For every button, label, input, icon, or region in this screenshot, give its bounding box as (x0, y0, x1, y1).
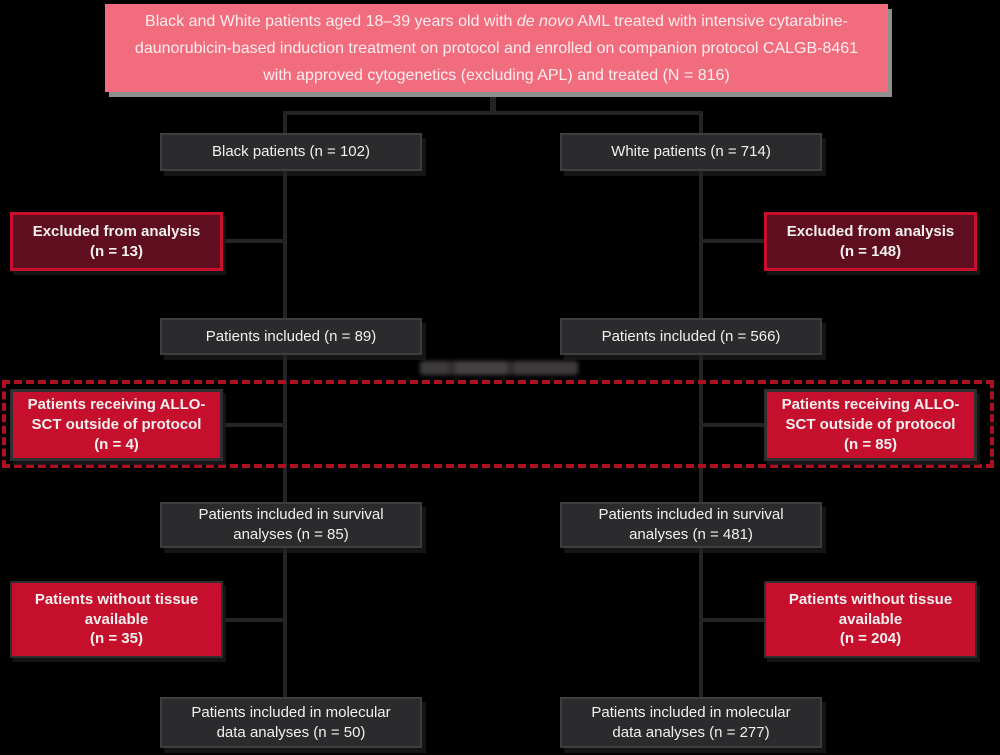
connector-branch (283, 111, 703, 115)
molecular-black-box: Patients included in molecular data anal… (160, 697, 422, 748)
excluded-black-box: Excluded from analysis (n = 13) (10, 212, 223, 271)
no-tissue-black-box: Patients without tissue available (n = 3… (10, 581, 223, 658)
no-tissue-white-box: Patients without tissue available (n = 2… (764, 581, 977, 658)
black-patients-box: Black patients (n = 102) (160, 133, 422, 171)
molecular-white-box: Patients included in molecular data anal… (560, 697, 822, 748)
connector-left-excluded-stub (222, 239, 283, 243)
survival-white-box: Patients included in survival analyses (… (560, 502, 822, 548)
included-black-box: Patients included (n = 89) (160, 318, 422, 355)
included-white-box: Patients included (n = 566) (560, 318, 822, 355)
connector-left-vertical (283, 111, 287, 701)
header-text-post: AML treated with intensive cytarabine-da… (134, 12, 859, 84)
white-patients-box: White patients (n = 714) (560, 133, 822, 171)
header-text-pre: Black and White patients aged 18–39 year… (145, 12, 517, 30)
highlight-band (2, 380, 994, 468)
header-text-italic: de novo (516, 12, 574, 30)
connector-left-allo-stub (222, 423, 283, 427)
connector-top-stub (490, 92, 496, 114)
connector-left-tissue-stub (222, 618, 283, 622)
allo-sct-black-box: Patients receiving ALLO- SCT outside of … (10, 389, 223, 461)
connector-right-allo-stub (703, 423, 764, 427)
survival-black-box: Patients included in survival analyses (… (160, 502, 422, 548)
connector-right-excluded-stub (703, 239, 764, 243)
header-box: Black and White patients aged 18–39 year… (105, 4, 888, 92)
header-text: Black and White patients aged 18–39 year… (133, 8, 860, 89)
excluded-white-box: Excluded from analysis (n = 148) (764, 212, 977, 271)
watermark-smudge (420, 361, 578, 375)
connector-right-tissue-stub (703, 618, 764, 622)
connector-right-vertical (699, 111, 703, 701)
allo-sct-white-box: Patients receiving ALLO- SCT outside of … (764, 389, 977, 461)
